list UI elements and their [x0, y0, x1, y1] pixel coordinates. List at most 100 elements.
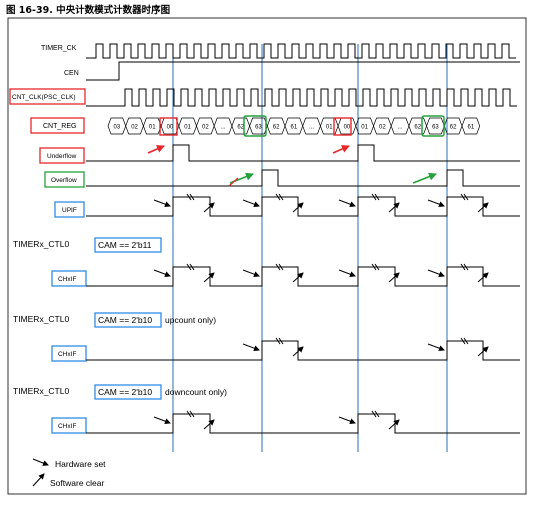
break-mark	[460, 263, 466, 271]
hardware-set-arrow	[427, 343, 445, 352]
cnt-clk-label-box	[9, 88, 86, 105]
cnt-reg-value: 01	[149, 125, 156, 131]
cnt-reg-value: 01	[361, 125, 368, 131]
software-clear-arrow	[203, 202, 215, 213]
cnt-reg-value: 02	[202, 125, 209, 131]
label-cnt-reg: CNT_REG	[43, 123, 76, 130]
label-overflow: Overflow	[51, 177, 77, 184]
overflow-label-box	[44, 171, 85, 188]
legend-hardware-set-icon	[32, 458, 49, 466]
break-mark	[374, 410, 380, 418]
break-mark	[189, 410, 195, 418]
hardware-set-arrow	[338, 269, 356, 278]
cnt-reg-value: 00	[344, 125, 351, 131]
hardware-set-arrow	[338, 416, 356, 425]
cnt-reg-segment	[461, 117, 481, 135]
break-mark	[460, 193, 466, 201]
label-cnt-clk: CNT_CLK(PSC_CLK)	[12, 94, 76, 101]
software-clear-arrow	[203, 272, 215, 283]
break-mark	[186, 410, 192, 418]
upif-markers	[153, 193, 489, 213]
hardware-set-arrow	[153, 269, 171, 278]
software-clear-arrow	[388, 202, 400, 213]
chxif-2-label-box	[51, 345, 87, 362]
underflow-arrow-2	[332, 145, 350, 154]
legend-software-clear-icon	[32, 473, 45, 487]
overflow-arrow-2	[412, 172, 437, 184]
chxif-1-waveform	[86, 266, 520, 287]
software-clear-arrow	[388, 272, 400, 283]
chxif-1-label-box	[51, 270, 87, 287]
software-clear-arrow	[477, 272, 489, 283]
timer-ck-waveform	[86, 43, 516, 59]
highlight-01-first	[159, 117, 178, 136]
cnt-reg-value: ...	[221, 125, 226, 131]
label-chxif-3: CHxIF	[58, 423, 76, 430]
figure-title: 图 16-39. 中央计数模式计数器时序图	[6, 5, 171, 16]
hardware-set-arrow	[153, 199, 171, 208]
hardware-set-arrow	[427, 199, 445, 208]
break-mark	[371, 193, 377, 201]
cnt-reg-value: ...	[309, 125, 314, 131]
break-mark	[463, 193, 469, 201]
break-mark	[278, 337, 284, 345]
highlight-01-second	[333, 117, 352, 136]
cnt-reg-value: 62	[273, 125, 280, 131]
cnt-reg-value: 61	[468, 125, 475, 131]
diagram-frame	[7, 17, 527, 495]
software-clear-arrow	[477, 202, 489, 213]
cnt-reg-value: 00	[167, 125, 174, 131]
chxif-3-label-box	[51, 417, 87, 434]
software-clear-arrow	[388, 419, 400, 430]
break-mark	[278, 193, 284, 201]
chxif-2-waveform	[86, 340, 520, 361]
software-clear-arrow	[292, 202, 304, 213]
label-chxif-2: CHxIF	[58, 351, 76, 358]
hardware-set-arrow	[338, 199, 356, 208]
software-clear-arrow	[203, 419, 215, 430]
break-mark	[374, 193, 380, 201]
cnt-reg-value: 01	[326, 125, 333, 131]
hardware-set-arrow	[153, 416, 171, 425]
chxif-3-markers	[153, 410, 400, 430]
chxif-3-waveform	[86, 413, 520, 434]
section-2-note: upcount only)	[165, 315, 216, 325]
break-mark	[371, 410, 377, 418]
event-guide-lines	[172, 44, 448, 452]
highlight-62-second	[421, 115, 445, 137]
underflow-label-box	[39, 147, 85, 164]
cen-waveform	[86, 61, 520, 81]
section-1-cam: CAM == 2'b11	[98, 240, 152, 250]
label-timer-ck: TIMER_CK	[41, 45, 77, 52]
section-2-cam: CAM == 2'b10	[98, 315, 152, 325]
legend-software-clear: Software clear	[50, 478, 104, 488]
break-mark	[186, 193, 192, 201]
break-mark	[371, 263, 377, 271]
break-mark	[278, 263, 284, 271]
cnt-reg-value: ...	[398, 125, 403, 131]
overflow-waveform	[86, 169, 520, 187]
break-mark	[374, 263, 380, 271]
cnt-reg-value: 61	[291, 125, 298, 131]
break-mark	[186, 263, 192, 271]
highlight-62-first	[243, 115, 267, 137]
cnt-reg-value: 63	[255, 125, 262, 131]
overflow-arrow-1-red	[228, 177, 239, 187]
break-mark	[463, 263, 469, 271]
label-underflow: Underflow	[47, 153, 77, 160]
cnt-clk-waveform	[86, 88, 517, 107]
cnt-reg-label-box	[30, 117, 85, 134]
cnt-reg-value: 62	[414, 125, 421, 131]
cnt-reg-value: 62	[237, 125, 244, 131]
cnt-reg-value: 63	[432, 125, 439, 131]
underflow-waveform	[86, 144, 520, 162]
cnt-reg-value: 03	[114, 125, 121, 131]
chxif-1-markers	[153, 263, 489, 283]
break-mark	[275, 263, 281, 271]
break-mark	[460, 337, 466, 345]
upif-waveform	[86, 196, 520, 217]
software-clear-arrow	[477, 346, 489, 357]
section-2-cam-box	[94, 312, 162, 328]
